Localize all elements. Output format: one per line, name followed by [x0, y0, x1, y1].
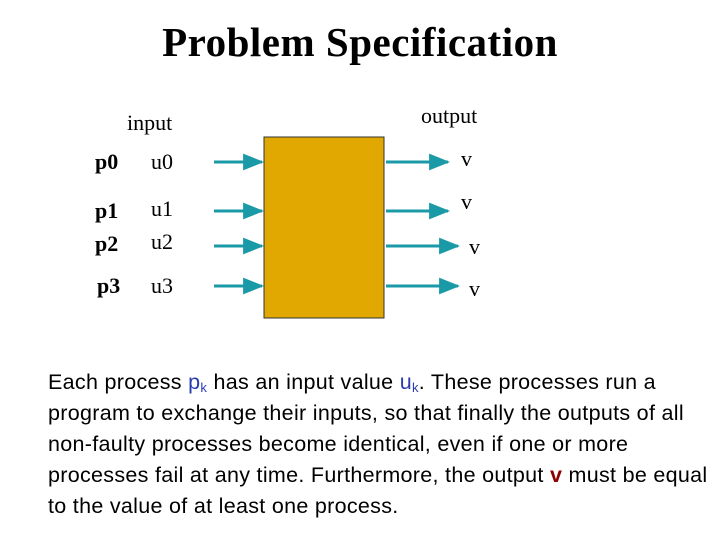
process-subscript: k: [200, 380, 208, 395]
description-part: . These processes run a program to excha…: [48, 370, 684, 487]
process-symbol: p: [188, 370, 201, 394]
page-title: Problem Specification: [162, 19, 558, 65]
output-label-v3: v: [469, 276, 480, 301]
input-subscript: k: [411, 380, 419, 395]
process-label-p3: p3: [97, 273, 121, 298]
process-label-p2: p2: [95, 231, 119, 256]
output-symbol: v: [549, 463, 563, 487]
output-label-v1: v: [461, 189, 472, 214]
input-label-u2: u2: [151, 229, 173, 254]
process-label-p0: p0: [95, 149, 119, 174]
input-label-u1: u1: [151, 196, 173, 221]
description-part: has an input value: [207, 370, 400, 394]
description-text: Each process pk has an input value uk. T…: [48, 367, 708, 522]
input-label-u0: u0: [151, 149, 173, 174]
input-symbol: u: [399, 370, 412, 394]
output-label-v0: v: [461, 146, 472, 171]
process-diagram: [214, 136, 461, 319]
input-label-u3: u3: [151, 273, 173, 298]
description-part: Each process: [48, 370, 189, 394]
description-part: must be equal to the value of at least o…: [48, 463, 708, 518]
output-header: output: [421, 103, 478, 128]
input-header: input: [127, 110, 173, 135]
black-box: [263, 136, 385, 319]
process-label-p1: p1: [95, 198, 119, 223]
output-label-v2: v: [469, 234, 480, 259]
